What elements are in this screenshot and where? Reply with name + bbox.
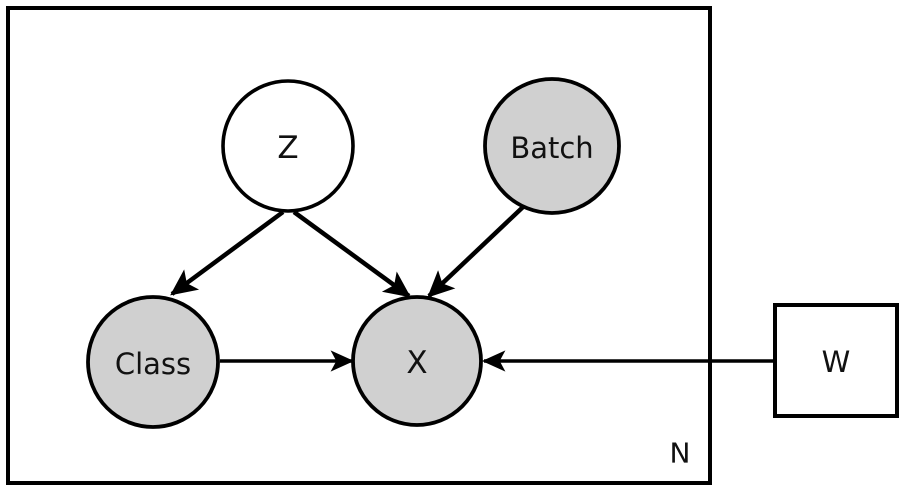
edge-z-to-x: [292, 210, 411, 298]
node-class-label: Class: [115, 347, 191, 381]
node-batch-circle[interactable]: [483, 77, 621, 215]
node-z-label: Z: [277, 130, 298, 166]
node-x-label: X: [406, 345, 427, 381]
node-w-box[interactable]: [773, 303, 899, 418]
edge-z-to-class: [170, 210, 285, 296]
node-x-circle[interactable]: [351, 295, 483, 427]
node-z-circle[interactable]: [221, 79, 355, 213]
node-w-label: W: [822, 345, 851, 379]
node-class-circle[interactable]: [86, 295, 220, 429]
node-batch-label: Batch: [510, 131, 593, 165]
plate-count-label: N: [670, 437, 691, 470]
edge-batch-to-x: [427, 205, 525, 298]
